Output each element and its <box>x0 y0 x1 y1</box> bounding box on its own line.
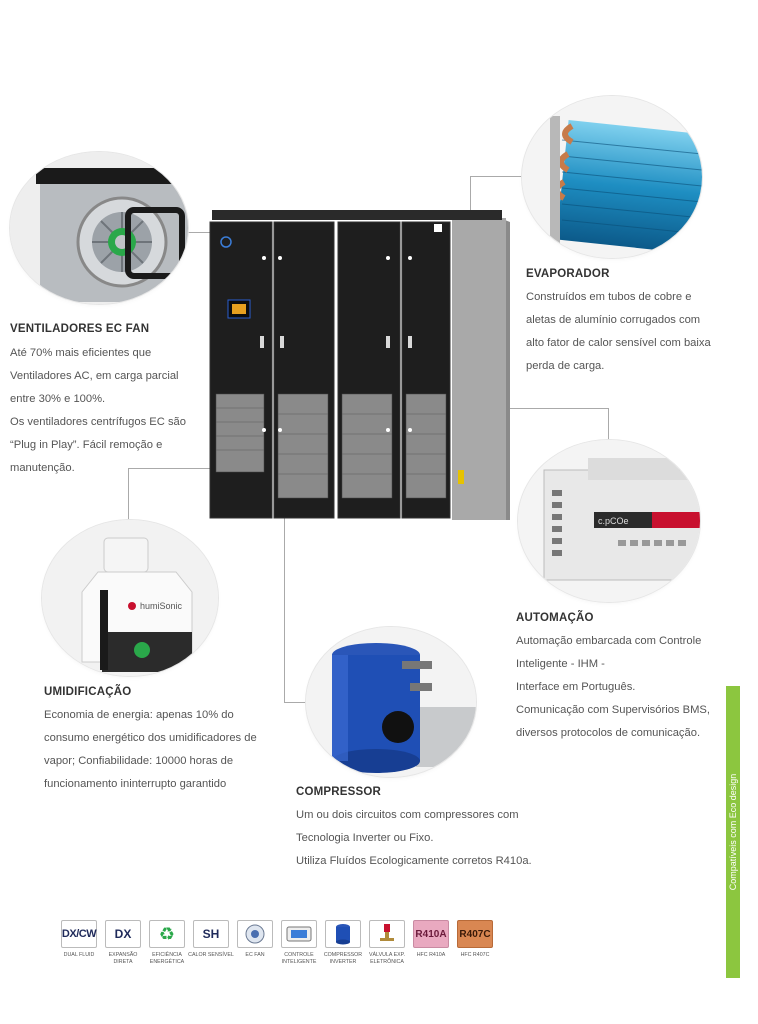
dual-fluid-symbol: DX/CW <box>61 928 97 940</box>
icon-label: CONTROLE INTELIGENTE <box>281 952 317 965</box>
compressor-icon <box>336 924 350 945</box>
eco-design-badge <box>726 686 740 978</box>
smart-control-feature: CONTROLE INTELIGENTE <box>280 920 318 966</box>
icon-label: CALOR SENSÍVEL <box>188 952 234 958</box>
humidifier-image: humiSonic <box>42 520 218 676</box>
expansion-valve-feature: VÁLVULA EXP. ELETRÔNICA <box>368 920 406 966</box>
umidificacao-line: consumo energético dos umidificadores de <box>44 732 257 744</box>
connector-humidifier-h <box>128 468 212 469</box>
electronic-expansion-valve-icon <box>369 920 405 948</box>
umidificacao-line: Economia de energia: apenas 10% do <box>44 709 234 721</box>
ventiladores-text: Até 70% mais eficientes que Ventiladores… <box>10 342 200 480</box>
umidificacao-title: UMIDIFICAÇÃO <box>44 686 132 698</box>
dual-fluid-feature: DX/CW DUAL FLUID <box>60 920 98 966</box>
smart-control-icon <box>281 920 317 948</box>
ec-fan-image <box>10 152 188 304</box>
icon-label: DUAL FLUID <box>63 952 95 958</box>
compressor-image <box>306 627 476 777</box>
compressor-line: Utiliza Fluídos Ecologicamente corretos … <box>296 855 532 867</box>
controller-brand-text: c.pCOe <box>598 516 629 526</box>
direct-expansion-symbol: DX <box>114 927 132 941</box>
connector-fan <box>186 232 212 233</box>
icon-label: VÁLVULA EXP. ELETRÔNICA <box>368 952 406 965</box>
compressor-title: COMPRESSOR <box>296 786 382 798</box>
icon-label: HFC R407C <box>460 952 490 958</box>
compressor-text: Um ou dois circuitos com compressores co… <box>296 804 556 873</box>
evaporador-title: EVAPORADOR <box>526 268 610 280</box>
r407c-icon: R407C <box>457 920 493 948</box>
icon-label: COMPRESSOR INVERTER <box>323 952 363 965</box>
ventiladores-line: Até 70% mais eficientes que <box>10 347 152 359</box>
icon-label: EFICIÊNCIA ENERGÉTICA <box>149 952 185 965</box>
connector-compressor-h <box>284 702 308 703</box>
direct-expansion-feature: DX EXPANSÃO DIRETA <box>104 920 142 966</box>
icon-label: EC FAN <box>245 952 265 958</box>
automacao-title: AUTOMAÇÃO <box>516 612 594 624</box>
evaporador-line: alto fator de calor sensível com baixa <box>526 337 711 349</box>
recycle-symbol: ♻ <box>158 924 176 944</box>
r407c-feature: R407C HFC R407C <box>456 920 494 966</box>
ventiladores-title: VENTILADORES EC FAN <box>10 323 150 335</box>
inverter-compressor-feature: COMPRESSOR INVERTER <box>324 920 362 966</box>
direct-expansion-icon: DX <box>105 920 141 948</box>
r410a-symbol: R410A <box>415 928 447 940</box>
energy-efficiency-icon: ♻ <box>149 920 185 948</box>
sensible-heat-symbol: SH <box>202 927 220 941</box>
r410a-feature: R410A HFC R410A <box>412 920 450 966</box>
energy-efficiency-feature: ♻ EFICIÊNCIA ENERGÉTICA <box>148 920 186 966</box>
ventiladores-line: Ventiladores AC, em carga parcial <box>10 370 179 382</box>
compressor-line: Um ou dois circuitos com compressores co… <box>296 809 519 821</box>
automacao-line: Inteligente - IHM - <box>516 658 605 670</box>
automacao-line: Comunicação com Supervisórios BMS, <box>516 704 710 716</box>
compressor-line: Tecnologia Inverter ou Fixo. <box>296 832 434 844</box>
ventiladores-line: manutenção. <box>10 462 75 474</box>
inverter-compressor-icon <box>325 920 361 948</box>
eco-design-text: Compatíveis com Eco design <box>728 773 738 891</box>
controller-image: c.pCOe <box>518 440 700 602</box>
humidifier-brand-text: humiSonic <box>140 601 183 611</box>
ventiladores-line: “Plug in Play”. Fácil remoção e <box>10 439 163 451</box>
umidificacao-line: funcionamento ininterrupto garantido <box>44 778 227 790</box>
evaporador-line: perda de carga. <box>526 360 605 372</box>
sensible-heat-icon: SH <box>193 920 229 948</box>
fan-icon <box>245 924 265 944</box>
r410a-icon: R410A <box>413 920 449 948</box>
sensible-heat-feature: SH CALOR SENSÍVEL <box>188 920 234 966</box>
display-icon <box>286 926 312 942</box>
automacao-line: Automação embarcada com Controle <box>516 635 702 647</box>
umidificacao-text: Economia de energia: apenas 10% do consu… <box>44 704 284 796</box>
ec-fan-icon <box>237 920 273 948</box>
automacao-line: diversos protocolos de comunicação. <box>516 727 701 739</box>
connector-automation-v <box>608 408 609 440</box>
connector-evaporator-v <box>470 176 471 214</box>
automacao-text: Automação embarcada com Controle Intelig… <box>516 630 726 745</box>
evaporador-text: Construídos em tubos de cobre e aletas d… <box>526 286 736 378</box>
evaporador-line: Construídos em tubos de cobre e <box>526 291 692 303</box>
r407c-symbol: R407C <box>459 928 491 940</box>
feature-icons-row: DX/CW DUAL FLUID DX EXPANSÃO DIRETA ♻ EF… <box>60 920 494 966</box>
connector-humidifier-v <box>128 468 129 522</box>
evaporator-image <box>522 96 702 258</box>
ec-fan-feature: EC FAN <box>236 920 274 966</box>
connector-evaporator-h <box>470 176 526 177</box>
icon-label: HFC R410A <box>416 952 446 958</box>
valve-icon <box>380 924 394 941</box>
connector-automation-h <box>506 408 608 409</box>
umidificacao-line: vapor; Confiabilidade: 10000 horas de <box>44 755 234 767</box>
dual-fluid-icon: DX/CW <box>61 920 97 948</box>
connector-compressor-v <box>284 512 285 702</box>
evaporador-line: aletas de alumínio corrugados com <box>526 314 701 326</box>
ventiladores-line: entre 30% e 100%. <box>10 393 106 405</box>
automacao-line: Interface em Português. <box>516 681 636 693</box>
ventiladores-line: Os ventiladores centrífugos EC são <box>10 416 186 428</box>
main-unit-image <box>206 208 510 524</box>
icon-label: EXPANSÃO DIRETA <box>108 952 138 965</box>
